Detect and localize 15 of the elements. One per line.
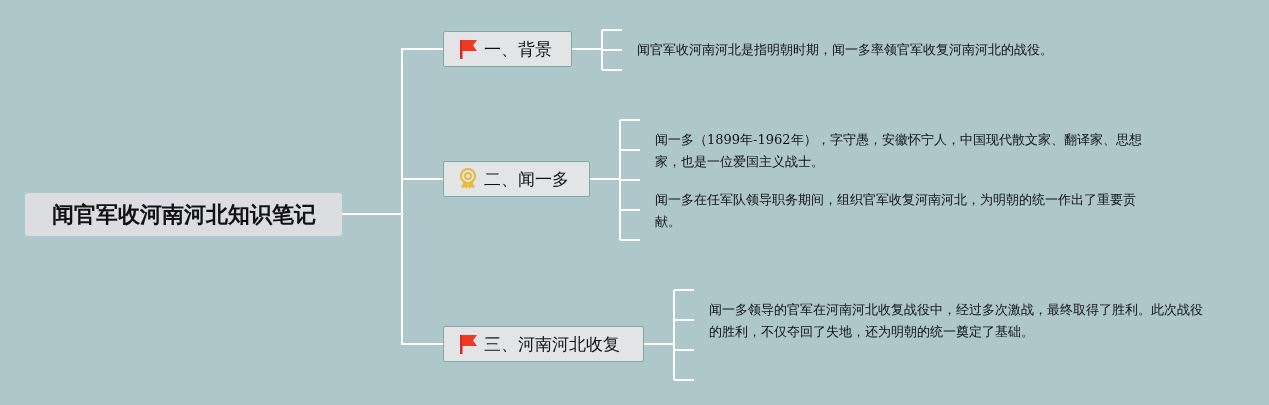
- topic-text: 一、背景: [484, 37, 552, 61]
- central-topic-box: 闻官军收河南河北知识笔记: [25, 193, 342, 236]
- note-text: 闻官军收河南河北是指明朝时期，闻一多率领官军收复河南河北的战役。: [622, 38, 1122, 62]
- topic-box: [443, 31, 572, 67]
- topic-box: [443, 161, 590, 197]
- topic-box: [443, 326, 644, 362]
- connector-line: [571, 48, 623, 51]
- note-text: 闻一多领导的官军在河南河北收复战役中，经过多次激战，最终取得了胜利。此次战役的胜利，不仅夺回了失地，还为明朝的统一奠定了基础。: [694, 298, 1209, 344]
- connector-line: [589, 178, 641, 211]
- note-text: 闻一多（1899年-1962年），字守愚，安徽怀宁人，中国现代散文家、翻译家、思想家，也是一位爱国主义战士。: [640, 128, 1160, 174]
- topic-text: 三、河南河北收复: [484, 332, 620, 356]
- note-text: 闻一多在任军队领导职务期间，组织官军收复河南河北，为明朝的统一作出了重要贡献。: [640, 188, 1160, 234]
- connector-line: [643, 319, 695, 345]
- connector-line: [341, 213, 444, 345]
- topic-text: 二、闻一多: [484, 167, 569, 191]
